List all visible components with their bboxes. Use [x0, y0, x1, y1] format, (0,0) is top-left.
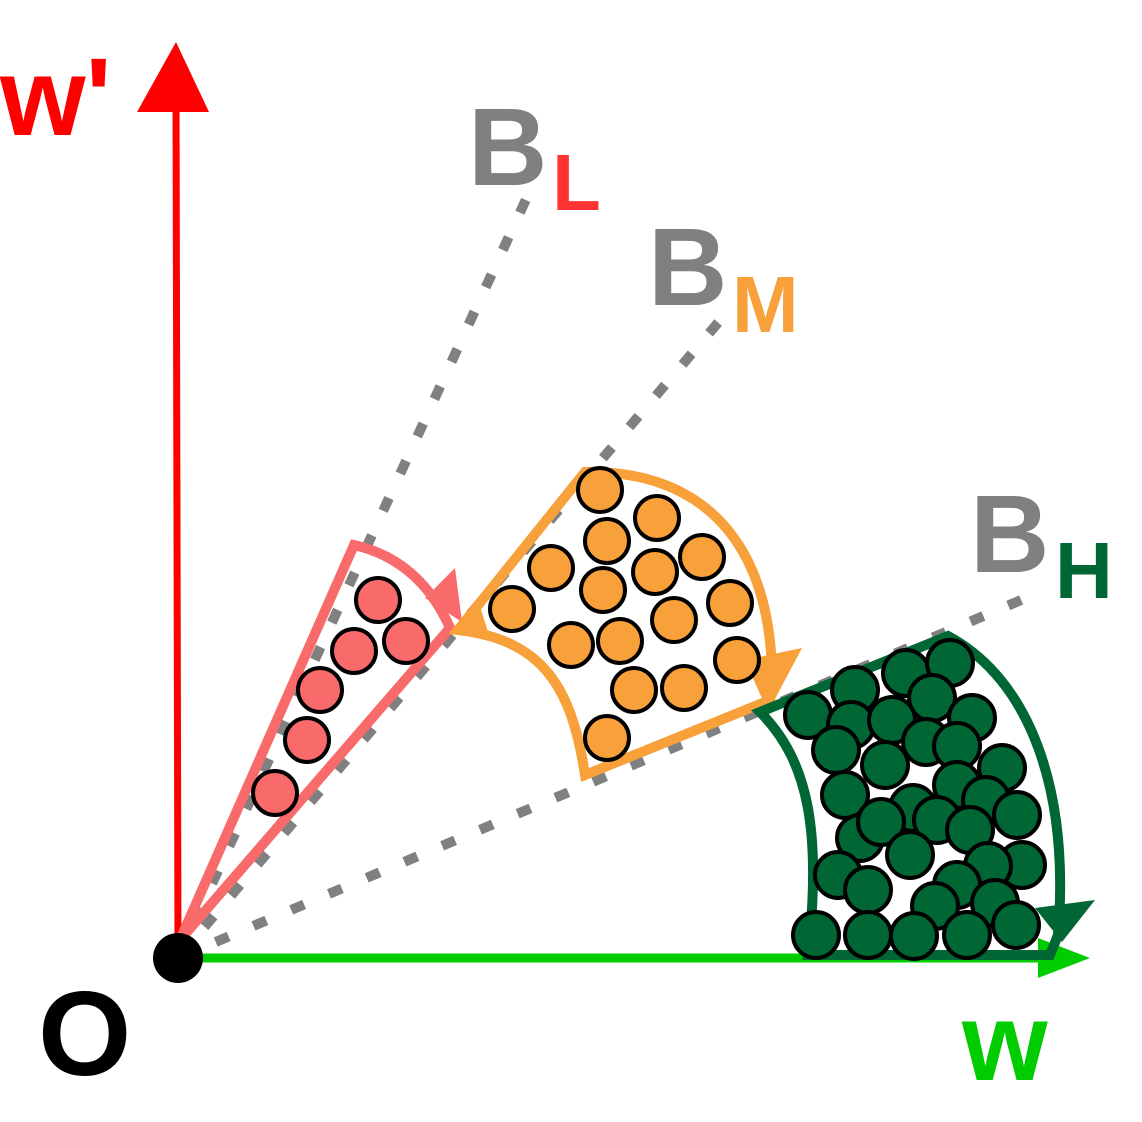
- medium-sample-circle: [576, 466, 624, 514]
- high-sample-circle: [811, 725, 861, 775]
- w-prime-arrowhead: [137, 42, 209, 112]
- boundary-line-bl: [173, 192, 533, 961]
- low-region-arrowhead: [425, 568, 462, 622]
- medium-sample-circle: [650, 596, 698, 644]
- medium-sample-circle: [596, 617, 644, 665]
- high-sample-circle: [992, 790, 1042, 840]
- medium-sample-circle: [713, 636, 761, 684]
- high-region-arrowhead: [1035, 900, 1095, 942]
- origin-label: O: [38, 967, 131, 1101]
- medium-sample-circle: [633, 494, 681, 542]
- medium-region-tip: [450, 600, 488, 632]
- bl-label-sub: L: [552, 138, 601, 227]
- medium-sample-circle: [610, 666, 658, 714]
- medium-sample-circle: [583, 714, 631, 762]
- w-prime-label: w': [0, 36, 112, 159]
- bm-label-main: B: [648, 206, 727, 329]
- medium-sample-circle: [547, 621, 595, 669]
- high-sample-circle: [991, 900, 1041, 950]
- high-sample-circle: [889, 911, 939, 961]
- low-circles: [251, 576, 430, 817]
- w-label: w: [961, 981, 1048, 1104]
- low-sample-circle: [251, 769, 299, 817]
- low-sample-circle: [354, 576, 402, 624]
- low-region-outline: [175, 539, 456, 944]
- medium-sample-circle: [631, 548, 679, 596]
- origin-dot: [153, 933, 203, 983]
- low-region: [175, 539, 462, 944]
- medium-sample-circle: [488, 585, 536, 633]
- low-sample-circle: [296, 666, 344, 714]
- medium-sample-circle: [583, 517, 631, 565]
- high-sample-circle: [942, 910, 992, 960]
- medium-sample-circle: [678, 533, 726, 581]
- medium-sample-circle: [579, 566, 627, 614]
- high-sample-circle: [885, 830, 935, 880]
- medium-sample-circle: [706, 579, 754, 627]
- boundary-line-bm: [174, 314, 726, 962]
- medium-circles: [488, 466, 761, 762]
- w-prime-axis: [137, 42, 209, 959]
- high-sample-circle: [860, 740, 910, 790]
- low-sample-circle: [382, 617, 430, 665]
- bh-label-main: B: [970, 473, 1049, 596]
- high-region: [751, 630, 1095, 961]
- high-sample-circle: [791, 910, 841, 960]
- bm-label-sub: M: [732, 260, 799, 349]
- high-circles: [783, 638, 1047, 961]
- bh-label-sub: H: [1055, 526, 1113, 615]
- bl-label-main: B: [468, 86, 547, 209]
- high-sample-circle: [843, 865, 893, 915]
- low-sample-circle: [283, 716, 331, 764]
- high-sample-circle: [843, 910, 893, 960]
- medium-sample-circle: [527, 544, 575, 592]
- high-sample-circle: [856, 797, 906, 847]
- low-sample-circle: [330, 627, 378, 675]
- medium-sample-circle: [660, 664, 708, 712]
- medium-region: [448, 466, 802, 783]
